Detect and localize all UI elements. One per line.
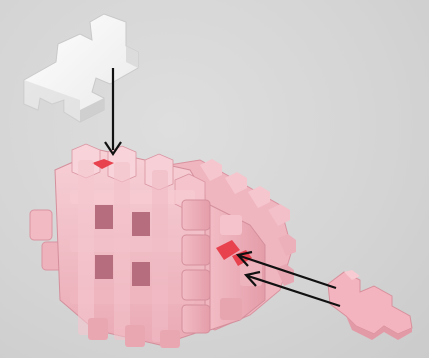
grid-hole: [132, 212, 150, 236]
grid-hole: [95, 255, 113, 279]
single-down-arrow: [104, 68, 122, 156]
pink-assembly-front-grid: [54, 143, 211, 348]
top-slot-highlight: [92, 159, 114, 169]
pink-connector-piece: [327, 270, 413, 340]
side-slot-highlight: [216, 240, 240, 260]
pink-assembly-left-pegs: [29, 209, 63, 271]
pink-assembly-side-face: [209, 204, 266, 331]
grid-hole: [132, 262, 150, 286]
white-connector-piece: [23, 13, 139, 123]
grid-hole: [95, 205, 113, 229]
double-left-arrow: [235, 250, 341, 308]
